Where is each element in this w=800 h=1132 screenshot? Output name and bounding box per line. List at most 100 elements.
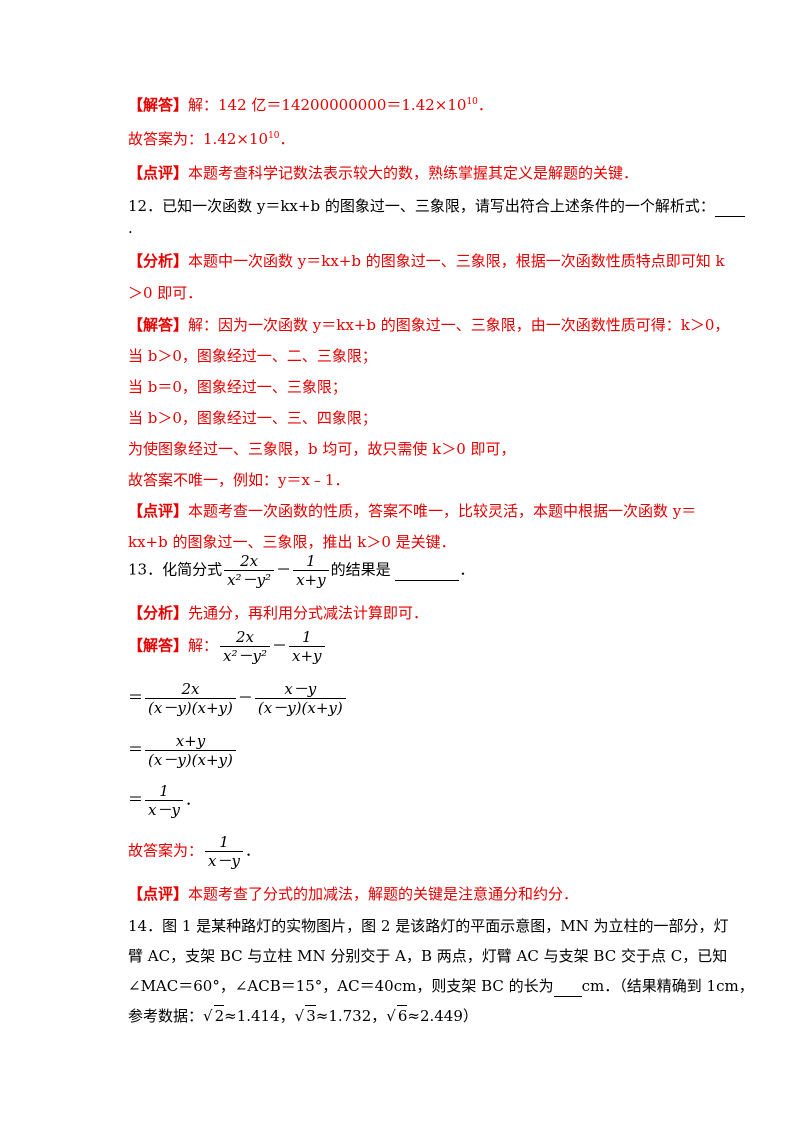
q12-answer-line5: 为使图象经过一、三象限，b 均可，故只需使 k＞0 即可，: [128, 440, 516, 458]
question-prefix: 13．化简分式: [128, 560, 223, 579]
denominator: x²－y²: [223, 647, 267, 665]
denominator: x－y: [148, 801, 180, 819]
q13-step1: ＝2x(x－y)(x+y)－x－y(x－y)(x+y): [128, 680, 348, 717]
numerator: x+y: [145, 732, 236, 751]
punct: ．: [477, 96, 493, 114]
q13-analysis: 【分析】先通分，再利用分式减法计算即可．: [128, 603, 428, 623]
question-text: cm．（结果精确到 1cm，: [581, 977, 754, 995]
numerator: 2x: [220, 628, 270, 647]
comment-tag: 【点评】: [128, 885, 189, 903]
answer-blank: [395, 560, 460, 581]
approx-value: ≈2.449）: [407, 1007, 478, 1025]
q13-comment: 【点评】本题考查了分式的加减法，解题的关键是注意通分和约分．: [128, 884, 578, 904]
approx-value: ≈1.414，: [224, 1007, 295, 1025]
q14-line3: ∠MAC＝60°，∠ACB＝15°，AC＝40cm，则支架 BC 的长为 cm．…: [128, 976, 754, 997]
sqrt-icon: √: [386, 1007, 396, 1025]
comment-tag: 【点评】: [128, 502, 189, 520]
numerator: 2x: [145, 680, 236, 699]
numerator: x－y: [254, 680, 346, 699]
answer-text: 解：142 亿＝14200000000＝1.42×10: [188, 96, 467, 114]
q12-answer-line2: 当 b＞0，图象经过一、二、三象限；: [128, 347, 377, 365]
analysis-text: 本题中一次函数 y＝kx+b 的图象过一、三象限，根据一次函数性质特点即可知 k: [188, 252, 725, 270]
q14-line4: 参考数据：√2≈1.414，√3≈1.732，√6≈2.449）: [128, 1005, 478, 1026]
exponent: 10: [466, 97, 478, 107]
q12-answer: 【解答】解：因为一次函数 y＝kx+b 的图象过一、三象限，由一次函数性质可得：…: [128, 315, 729, 335]
punct: ．: [244, 841, 260, 860]
sqrt-icon: √: [203, 1007, 213, 1025]
answer-tag: 【解答】: [128, 316, 189, 334]
q12-analysis: 【分析】本题中一次函数 y＝kx+b 的图象过一、三象限，根据一次函数性质特点即…: [128, 251, 725, 271]
fraction: x－y(x－y)(x+y): [254, 680, 346, 717]
q11-answer: 【解答】解：142 亿＝14200000000＝1.42×1010．: [128, 95, 493, 115]
numerator: 1: [145, 782, 183, 801]
numerator: 1: [289, 628, 325, 647]
q12-comment-line2: kx+b 的图象过一、三象限，推出 k＞0 是关键．: [128, 533, 456, 551]
answer-text: 解：因为一次函数 y＝kx+b 的图象过一、三象限，由一次函数性质可得：k＞0，: [188, 316, 730, 334]
approx-value: ≈1.732，: [315, 1007, 387, 1025]
question-suffix: 的结果是: [330, 560, 391, 579]
q12-answer-line3: 当 b＝0，图象经过一、三象限；: [128, 378, 347, 396]
numerator: 2x: [224, 552, 275, 571]
answer-blank: [714, 196, 745, 217]
minus-sign: －: [272, 636, 288, 655]
q12-answer-line4: 当 b＞0，图象经过一、三、四象限；: [128, 409, 377, 427]
minus-sign: －: [276, 560, 292, 579]
analysis-tag: 【分析】: [128, 604, 189, 622]
punct: ．: [279, 130, 295, 148]
denominator: x－y: [208, 852, 240, 870]
question-text: ∠MAC＝60°，∠ACB＝15°，AC＝40cm，则支架 BC 的长为: [128, 977, 554, 995]
answer-prefix: 解：: [188, 636, 219, 655]
comment-text: 本题考查一次函数的性质，答案不唯一，比较灵活，本题中根据一次函数 y＝: [188, 502, 697, 520]
punct: ．: [184, 790, 200, 809]
numerator: 1: [293, 552, 329, 571]
numerator: 1: [205, 833, 243, 852]
answer-blank: [553, 976, 582, 997]
q11-comment: 【点评】本题考查科学记数法表示较大的数，熟练掌握其定义是解题的关键．: [128, 163, 638, 183]
analysis-text: 先通分，再利用分式减法计算即可．: [188, 604, 429, 622]
q12-question-end: .: [128, 219, 133, 237]
answer-tag: 【解答】: [128, 96, 189, 114]
answer-tag: 【解答】: [128, 636, 189, 655]
final-label: 故答案为：: [128, 130, 204, 148]
final-label: 故答案为：: [128, 841, 204, 860]
comment-text: 本题考查了分式的加减法，解题的关键是注意通分和约分．: [188, 885, 579, 903]
radicand: 2: [213, 1005, 225, 1025]
reference-label: 参考数据：: [128, 1007, 204, 1025]
denominator: (x－y)(x+y): [148, 751, 233, 769]
punct: ．: [459, 560, 475, 579]
equals-sign: ＝: [128, 790, 144, 809]
q12-answer-line6: 故答案不唯一，例如：y＝x﹣1．: [128, 471, 350, 489]
radicand: 3: [305, 1005, 316, 1025]
radicand: 6: [396, 1005, 408, 1025]
q11-final: 故答案为：1.42×1010．: [128, 129, 295, 149]
comment-text: 本题考查科学记数法表示较大的数，熟练掌握其定义是解题的关键．: [188, 164, 639, 182]
q12-analysis-line2: ＞0 即可．: [128, 284, 203, 302]
fraction: 2x(x－y)(x+y): [145, 680, 236, 717]
denominator: (x－y)(x+y): [257, 699, 343, 717]
exponent: 10: [268, 131, 280, 141]
equals-sign: ＝: [128, 688, 144, 707]
q12-question: 12．已知一次函数 y＝kx+b 的图象过一、三象限，请写出符合上述条件的一个解…: [128, 196, 745, 217]
q12-comment: 【点评】本题考查一次函数的性质，答案不唯一，比较灵活，本题中根据一次函数 y＝: [128, 501, 696, 521]
final-value: 1.42×10: [203, 130, 269, 148]
analysis-tag: 【分析】: [128, 252, 189, 270]
denominator: x+y: [296, 571, 326, 589]
denominator: (x－y)(x+y): [148, 699, 233, 717]
fraction: x+y(x－y)(x+y): [145, 732, 236, 769]
denominator: x+y: [292, 647, 322, 665]
comment-tag: 【点评】: [128, 164, 189, 182]
q14-line1: 14．图 1 是某种路灯的实物图片，图 2 是该路灯的平面示意图，MN 为立柱的…: [128, 917, 729, 935]
sqrt-icon: √: [294, 1007, 305, 1025]
q13-step2: ＝x+y(x－y)(x+y): [128, 732, 238, 769]
minus-sign: －: [237, 688, 253, 707]
